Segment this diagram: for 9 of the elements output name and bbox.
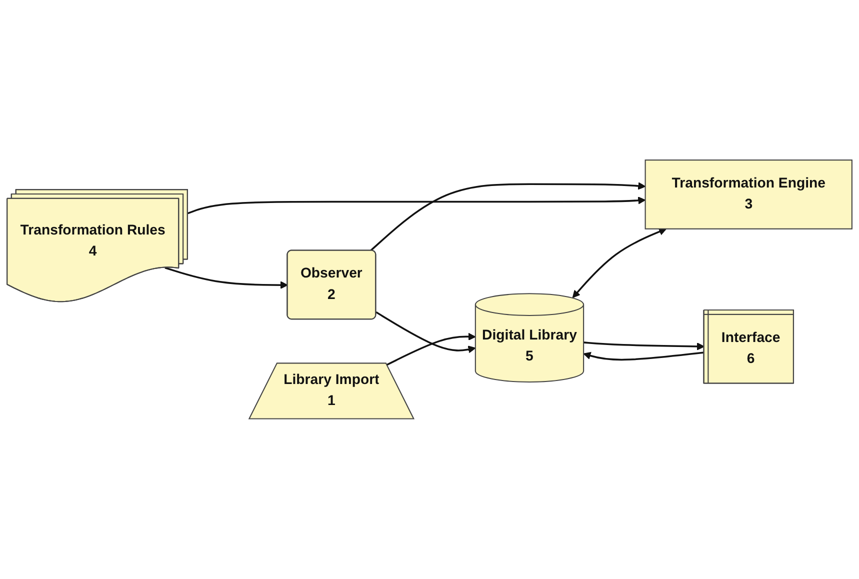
arrow [572,228,667,298]
arrow [583,342,705,350]
arrow [386,332,476,366]
arrow [188,196,646,214]
arrow [583,352,704,361]
arrow [164,267,288,290]
arrow [376,312,476,354]
arrow [370,182,646,252]
node-box: Transformation Engine 3 [644,160,852,230]
